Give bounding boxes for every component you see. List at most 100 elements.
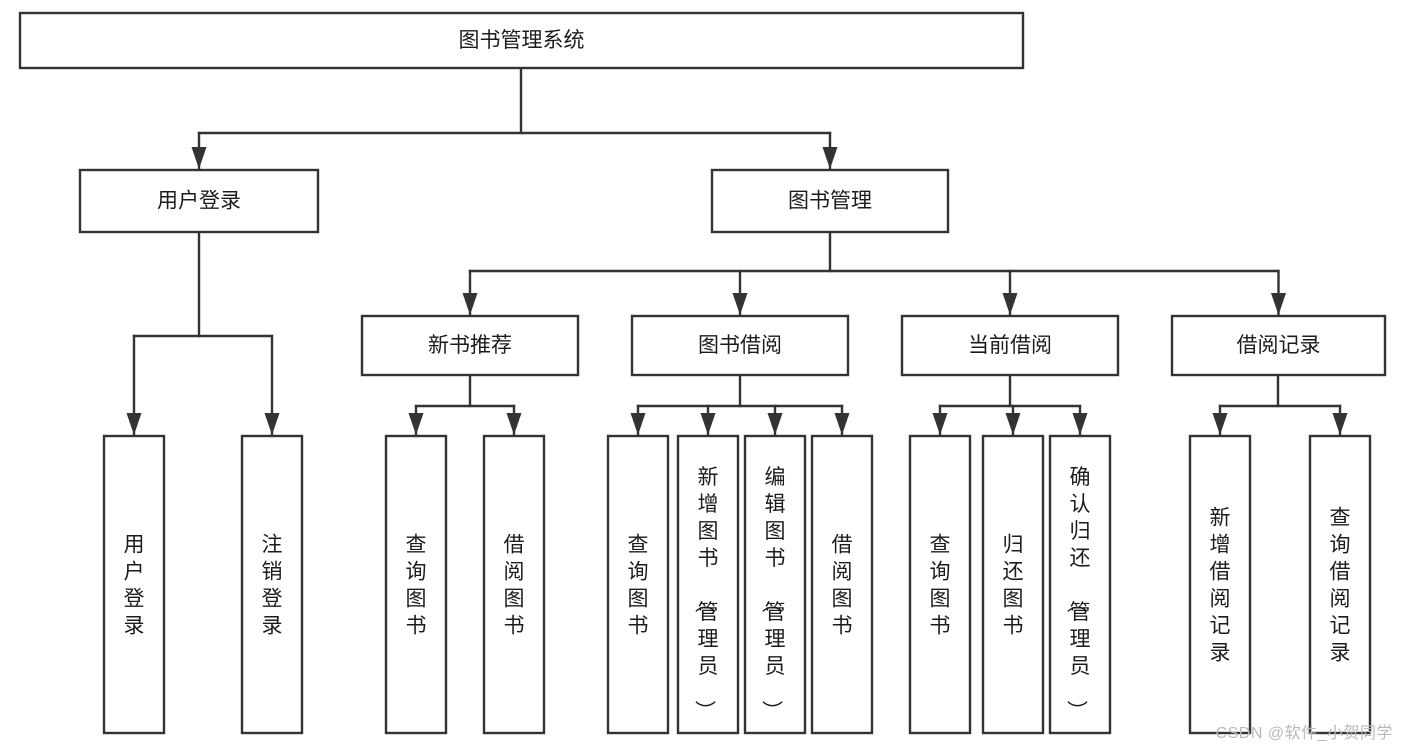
- edge-book-manage-to-book-borrow: [732, 269, 748, 316]
- node-leaf-add-book[interactable]: 新增图书（管理员）: [676, 434, 740, 735]
- arrow-head-icon: [1271, 293, 1286, 315]
- node-leaf-add-record[interactable]: 新增借阅记录: [1188, 434, 1252, 735]
- edge-current-borrow-to-leaf-return-book: [1005, 404, 1021, 436]
- connector-bus-user-login: [132, 230, 274, 338]
- arrow-head-icon: [1072, 413, 1088, 435]
- edge-new-book-rec-to-leaf-borrow-book-1: [506, 404, 522, 436]
- arrow-head-icon: [126, 413, 142, 435]
- edge-borrow-record-to-leaf-add-record: [1212, 404, 1228, 436]
- node-label-leaf-edit-book: 编辑图书（管理员）: [760, 466, 786, 721]
- connector-bus-book-borrow: [636, 373, 844, 408]
- node-box-leaf-logout[interactable]: [240, 434, 304, 735]
- node-book-borrow[interactable]: 图书借阅: [630, 314, 850, 377]
- edge-book-manage-to-new-book-rec: [462, 269, 478, 316]
- node-leaf-return-book[interactable]: 归还图书: [981, 434, 1045, 735]
- node-label-new-book-rec: 新书推荐: [428, 334, 512, 357]
- node-box-current-borrow[interactable]: [900, 314, 1120, 377]
- node-new-book-rec[interactable]: 新书推荐: [360, 314, 580, 377]
- node-leaf-user-login[interactable]: 用户登录: [102, 434, 166, 735]
- edge-book-borrow-to-leaf-edit-book: [767, 404, 783, 436]
- arrow-head-icon: [767, 413, 783, 435]
- edge-borrow-record-to-leaf-query-record: [1332, 404, 1348, 436]
- node-label-book-manage: 图书管理: [788, 190, 872, 213]
- arrow-head-icon: [1212, 413, 1228, 435]
- arrow-head-icon: [700, 413, 716, 435]
- connector-bus-borrow-record: [1218, 373, 1342, 408]
- edge-new-book-rec-to-leaf-query-book-1: [408, 404, 424, 436]
- edge-book-manage-to-borrow-record: [1271, 269, 1286, 316]
- arrow-head-icon: [462, 293, 478, 315]
- arrow-head-icon: [630, 413, 646, 435]
- node-label-leaf-confirm-return: 确认归还（管理员）: [1065, 466, 1091, 721]
- node-box-borrow-record[interactable]: [1170, 314, 1387, 377]
- node-box-new-book-rec[interactable]: [360, 314, 580, 377]
- arrow-head-icon: [1005, 413, 1021, 435]
- node-box-leaf-query-record[interactable]: [1308, 434, 1372, 735]
- node-box-leaf-add-record[interactable]: [1188, 434, 1252, 735]
- edge-book-borrow-to-leaf-query-book-2: [630, 404, 646, 436]
- node-box-leaf-borrow-book-2[interactable]: [810, 434, 874, 735]
- edge-book-borrow-to-leaf-add-book: [700, 404, 716, 436]
- node-label-leaf-query-book-2: 查询图书: [628, 534, 649, 638]
- node-label-leaf-add-record: 新增借阅记录: [1210, 507, 1231, 665]
- connector-bus-new-book-rec: [414, 373, 516, 408]
- node-label-book-borrow: 图书借阅: [698, 334, 782, 357]
- node-current-borrow[interactable]: 当前借阅: [900, 314, 1120, 377]
- arrow-head-icon: [506, 413, 522, 435]
- node-box-user-login[interactable]: [78, 168, 320, 234]
- node-leaf-edit-book[interactable]: 编辑图书（管理员）: [743, 434, 807, 735]
- node-label-leaf-query-book-1: 查询图书: [406, 534, 427, 638]
- node-box-leaf-user-login[interactable]: [102, 434, 166, 735]
- node-leaf-confirm-return[interactable]: 确认归还（管理员）: [1048, 434, 1112, 735]
- connector-bus-root: [197, 66, 832, 135]
- edge-book-borrow-to-leaf-borrow-book-2: [834, 404, 850, 436]
- node-box-leaf-query-book-3[interactable]: [908, 434, 972, 735]
- arrow-head-icon: [191, 147, 207, 169]
- edge-book-manage-to-current-borrow: [1002, 269, 1018, 316]
- node-leaf-query-record[interactable]: 查询借阅记录: [1308, 434, 1372, 735]
- node-label-leaf-query-book-3: 查询图书: [930, 534, 951, 638]
- node-box-leaf-query-book-1[interactable]: [384, 434, 448, 735]
- node-box-leaf-confirm-return[interactable]: [1048, 434, 1112, 735]
- arrow-head-icon: [264, 413, 280, 435]
- node-box-leaf-borrow-book-1[interactable]: [482, 434, 546, 735]
- connector-bus-current-borrow: [938, 373, 1082, 408]
- node-leaf-borrow-book-1[interactable]: 借阅图书: [482, 434, 546, 735]
- node-leaf-logout[interactable]: 注销登录: [240, 434, 304, 735]
- node-book-manage[interactable]: 图书管理: [710, 168, 950, 234]
- node-box-leaf-add-book[interactable]: [676, 434, 740, 735]
- arrow-head-icon: [822, 147, 838, 169]
- node-root[interactable]: 图书管理系统: [18, 11, 1025, 70]
- edge-root-to-user-login: [191, 131, 207, 170]
- watermark-label: CSDN @软件_小贺同学: [1215, 725, 1393, 742]
- arrow-head-icon: [732, 293, 748, 315]
- node-label-leaf-return-book: 归还图书: [1003, 534, 1024, 638]
- node-label-current-borrow: 当前借阅: [968, 334, 1052, 357]
- node-label-leaf-borrow-book-2: 借阅图书: [832, 534, 853, 638]
- node-leaf-query-book-1[interactable]: 查询图书: [384, 434, 448, 735]
- node-label-leaf-logout: 注销登录: [262, 534, 283, 638]
- node-box-leaf-query-book-2[interactable]: [606, 434, 670, 735]
- node-label-leaf-add-book: 新增图书（管理员）: [693, 466, 719, 721]
- node-label-borrow-record: 借阅记录: [1237, 334, 1321, 357]
- node-box-leaf-edit-book[interactable]: [743, 434, 807, 735]
- node-box-book-borrow[interactable]: [630, 314, 850, 377]
- node-label-leaf-query-record: 查询借阅记录: [1330, 507, 1351, 665]
- edge-user-login-to-leaf-user-login: [126, 334, 142, 436]
- node-leaf-query-book-2[interactable]: 查询图书: [606, 434, 670, 735]
- arrow-head-icon: [1332, 413, 1348, 435]
- node-box-root[interactable]: [18, 11, 1025, 70]
- node-label-leaf-borrow-book-1: 借阅图书: [504, 534, 525, 638]
- node-box-book-manage[interactable]: [710, 168, 950, 234]
- edge-user-login-to-leaf-logout: [264, 334, 280, 436]
- node-user-login[interactable]: 用户登录: [78, 168, 320, 234]
- arrow-head-icon: [1002, 293, 1018, 315]
- node-borrow-record[interactable]: 借阅记录: [1170, 314, 1387, 377]
- arrow-head-icon: [834, 413, 850, 435]
- node-label-root: 图书管理系统: [459, 29, 585, 52]
- node-box-leaf-return-book[interactable]: [981, 434, 1045, 735]
- node-leaf-borrow-book-2[interactable]: 借阅图书: [810, 434, 874, 735]
- node-leaf-query-book-3[interactable]: 查询图书: [908, 434, 972, 735]
